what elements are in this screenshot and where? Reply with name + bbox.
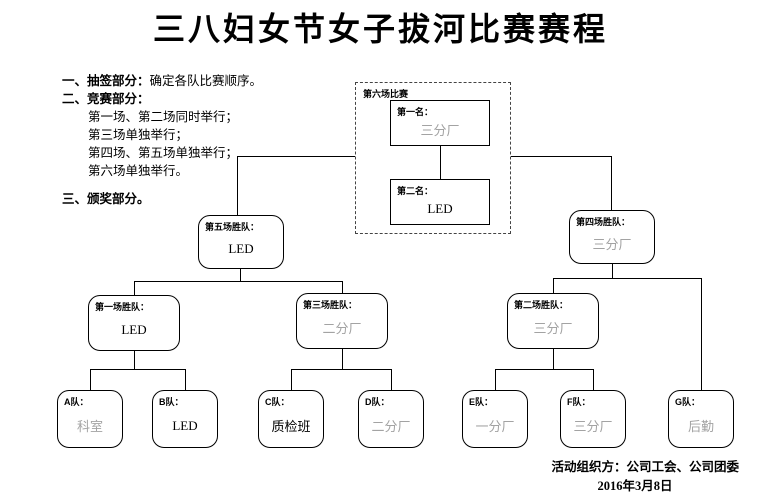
match4-winner-team: 三分厂 (592, 237, 632, 252)
connector-line (90, 369, 91, 390)
connector-line (391, 369, 392, 390)
match3-winner-label: 第三场胜队： (303, 300, 358, 310)
connector-line (291, 369, 292, 390)
team-box-g: G队： 后勤 (668, 390, 734, 448)
team-b-label: B队： (159, 397, 184, 407)
connector-line (593, 369, 594, 390)
note-item-3-label: 三、颁奖部分。 (62, 192, 150, 206)
match3-winner-team: 二分厂 (322, 321, 362, 336)
connector-line (612, 264, 613, 278)
connector-line (440, 146, 441, 179)
match5-winner-team: LED (228, 240, 254, 256)
note-item-2-label: 二、竞赛部分： (62, 92, 150, 106)
connector-line (701, 278, 702, 390)
connector-line (237, 156, 355, 157)
team-g-name: 后勤 (687, 419, 714, 434)
note-item-1-text: 确定各队比赛顺序。 (149, 74, 263, 88)
match3-winner-box: 第三场胜队： 二分厂 (296, 293, 388, 349)
match2-winner-team: 三分厂 (533, 321, 573, 336)
date-text: 2016年3月8日 (597, 479, 673, 493)
second-place-box: 第二名： LED (390, 179, 490, 225)
organizer-text: 活动组织方：公司工会、公司团委 (551, 460, 739, 474)
team-box-e: E队： 一分厂 (462, 390, 528, 448)
note-item-2-line-2: 第三场单独举行； (88, 128, 189, 142)
match4-winner-box: 第四场胜队： 三分厂 (569, 210, 655, 264)
match4-winner-label: 第四场胜队： (576, 217, 631, 227)
notes-section: 一、抽签部分：确定各队比赛顺序。 二、竞赛部分： 第一场、第二场同时举行； 第三… (62, 72, 262, 208)
match1-winner-box: 第一场胜队： LED (88, 295, 180, 351)
team-f-name: 三分厂 (573, 419, 613, 434)
match2-winner-box: 第二场胜队： 三分厂 (507, 293, 599, 349)
connector-line (342, 349, 343, 369)
team-c-label: C队： (265, 397, 290, 407)
connector-line (611, 156, 612, 210)
first-place-team: 三分厂 (420, 123, 460, 138)
final-match-label: 第六场比赛 (363, 89, 409, 99)
note-item-2-line-3: 第四场、第五场单独举行； (88, 146, 239, 160)
connector-line (495, 369, 593, 370)
connector-line (553, 349, 554, 369)
connector-line (495, 369, 496, 390)
final-match-group: 第六场比赛 (355, 82, 511, 234)
team-a-label: A队： (64, 397, 89, 407)
team-d-name: 二分厂 (371, 419, 411, 434)
team-e-label: E队： (469, 397, 494, 407)
first-place-box: 第一名： 三分厂 (390, 100, 490, 146)
team-e-name: 一分厂 (475, 419, 515, 434)
note-item-2-line-1: 第一场、第二场同时举行； (88, 110, 239, 124)
connector-line (134, 351, 135, 369)
team-box-f: F队： 三分厂 (560, 390, 626, 448)
note-item-2-line-4: 第六场单独举行。 (88, 164, 189, 178)
page-title: 三八妇女节女子拔河比赛赛程 (152, 11, 608, 47)
team-box-d: D队： 二分厂 (358, 390, 424, 448)
team-box-b: B队： LED (152, 390, 218, 448)
team-box-c: C队： 质检班 (258, 390, 324, 448)
connector-line (134, 281, 135, 295)
match2-winner-label: 第二场胜队： (514, 300, 569, 310)
team-a-name: 科室 (76, 419, 103, 434)
team-b-name: LED (172, 417, 198, 433)
connector-line (90, 369, 185, 370)
team-d-label: D队： (365, 397, 390, 407)
connector-line (511, 156, 612, 157)
match1-winner-team: LED (121, 321, 147, 337)
connector-line (342, 281, 343, 293)
match1-winner-label: 第一场胜队： (95, 302, 150, 312)
connector-line (240, 269, 241, 281)
note-item-1-label: 一、抽签部分： (62, 74, 150, 88)
team-c-name: 质检班 (271, 419, 311, 434)
connector-line (553, 278, 701, 279)
first-place-label: 第一名： (397, 107, 434, 117)
match5-winner-box: 第五场胜队： LED (198, 215, 284, 269)
team-f-label: F队： (567, 397, 591, 407)
team-g-label: G队： (675, 397, 701, 407)
connector-line (291, 369, 391, 370)
connector-line (553, 278, 554, 293)
note-item-1: 一、抽签部分：确定各队比赛顺序。 (62, 72, 262, 90)
second-place-team: LED (427, 200, 453, 216)
match5-winner-label: 第五场胜队： (205, 222, 260, 232)
team-box-a: A队： 科室 (57, 390, 123, 448)
connector-line (185, 369, 186, 390)
second-place-label: 第二名： (397, 186, 434, 196)
connector-line (237, 156, 238, 215)
connector-line (134, 281, 342, 282)
